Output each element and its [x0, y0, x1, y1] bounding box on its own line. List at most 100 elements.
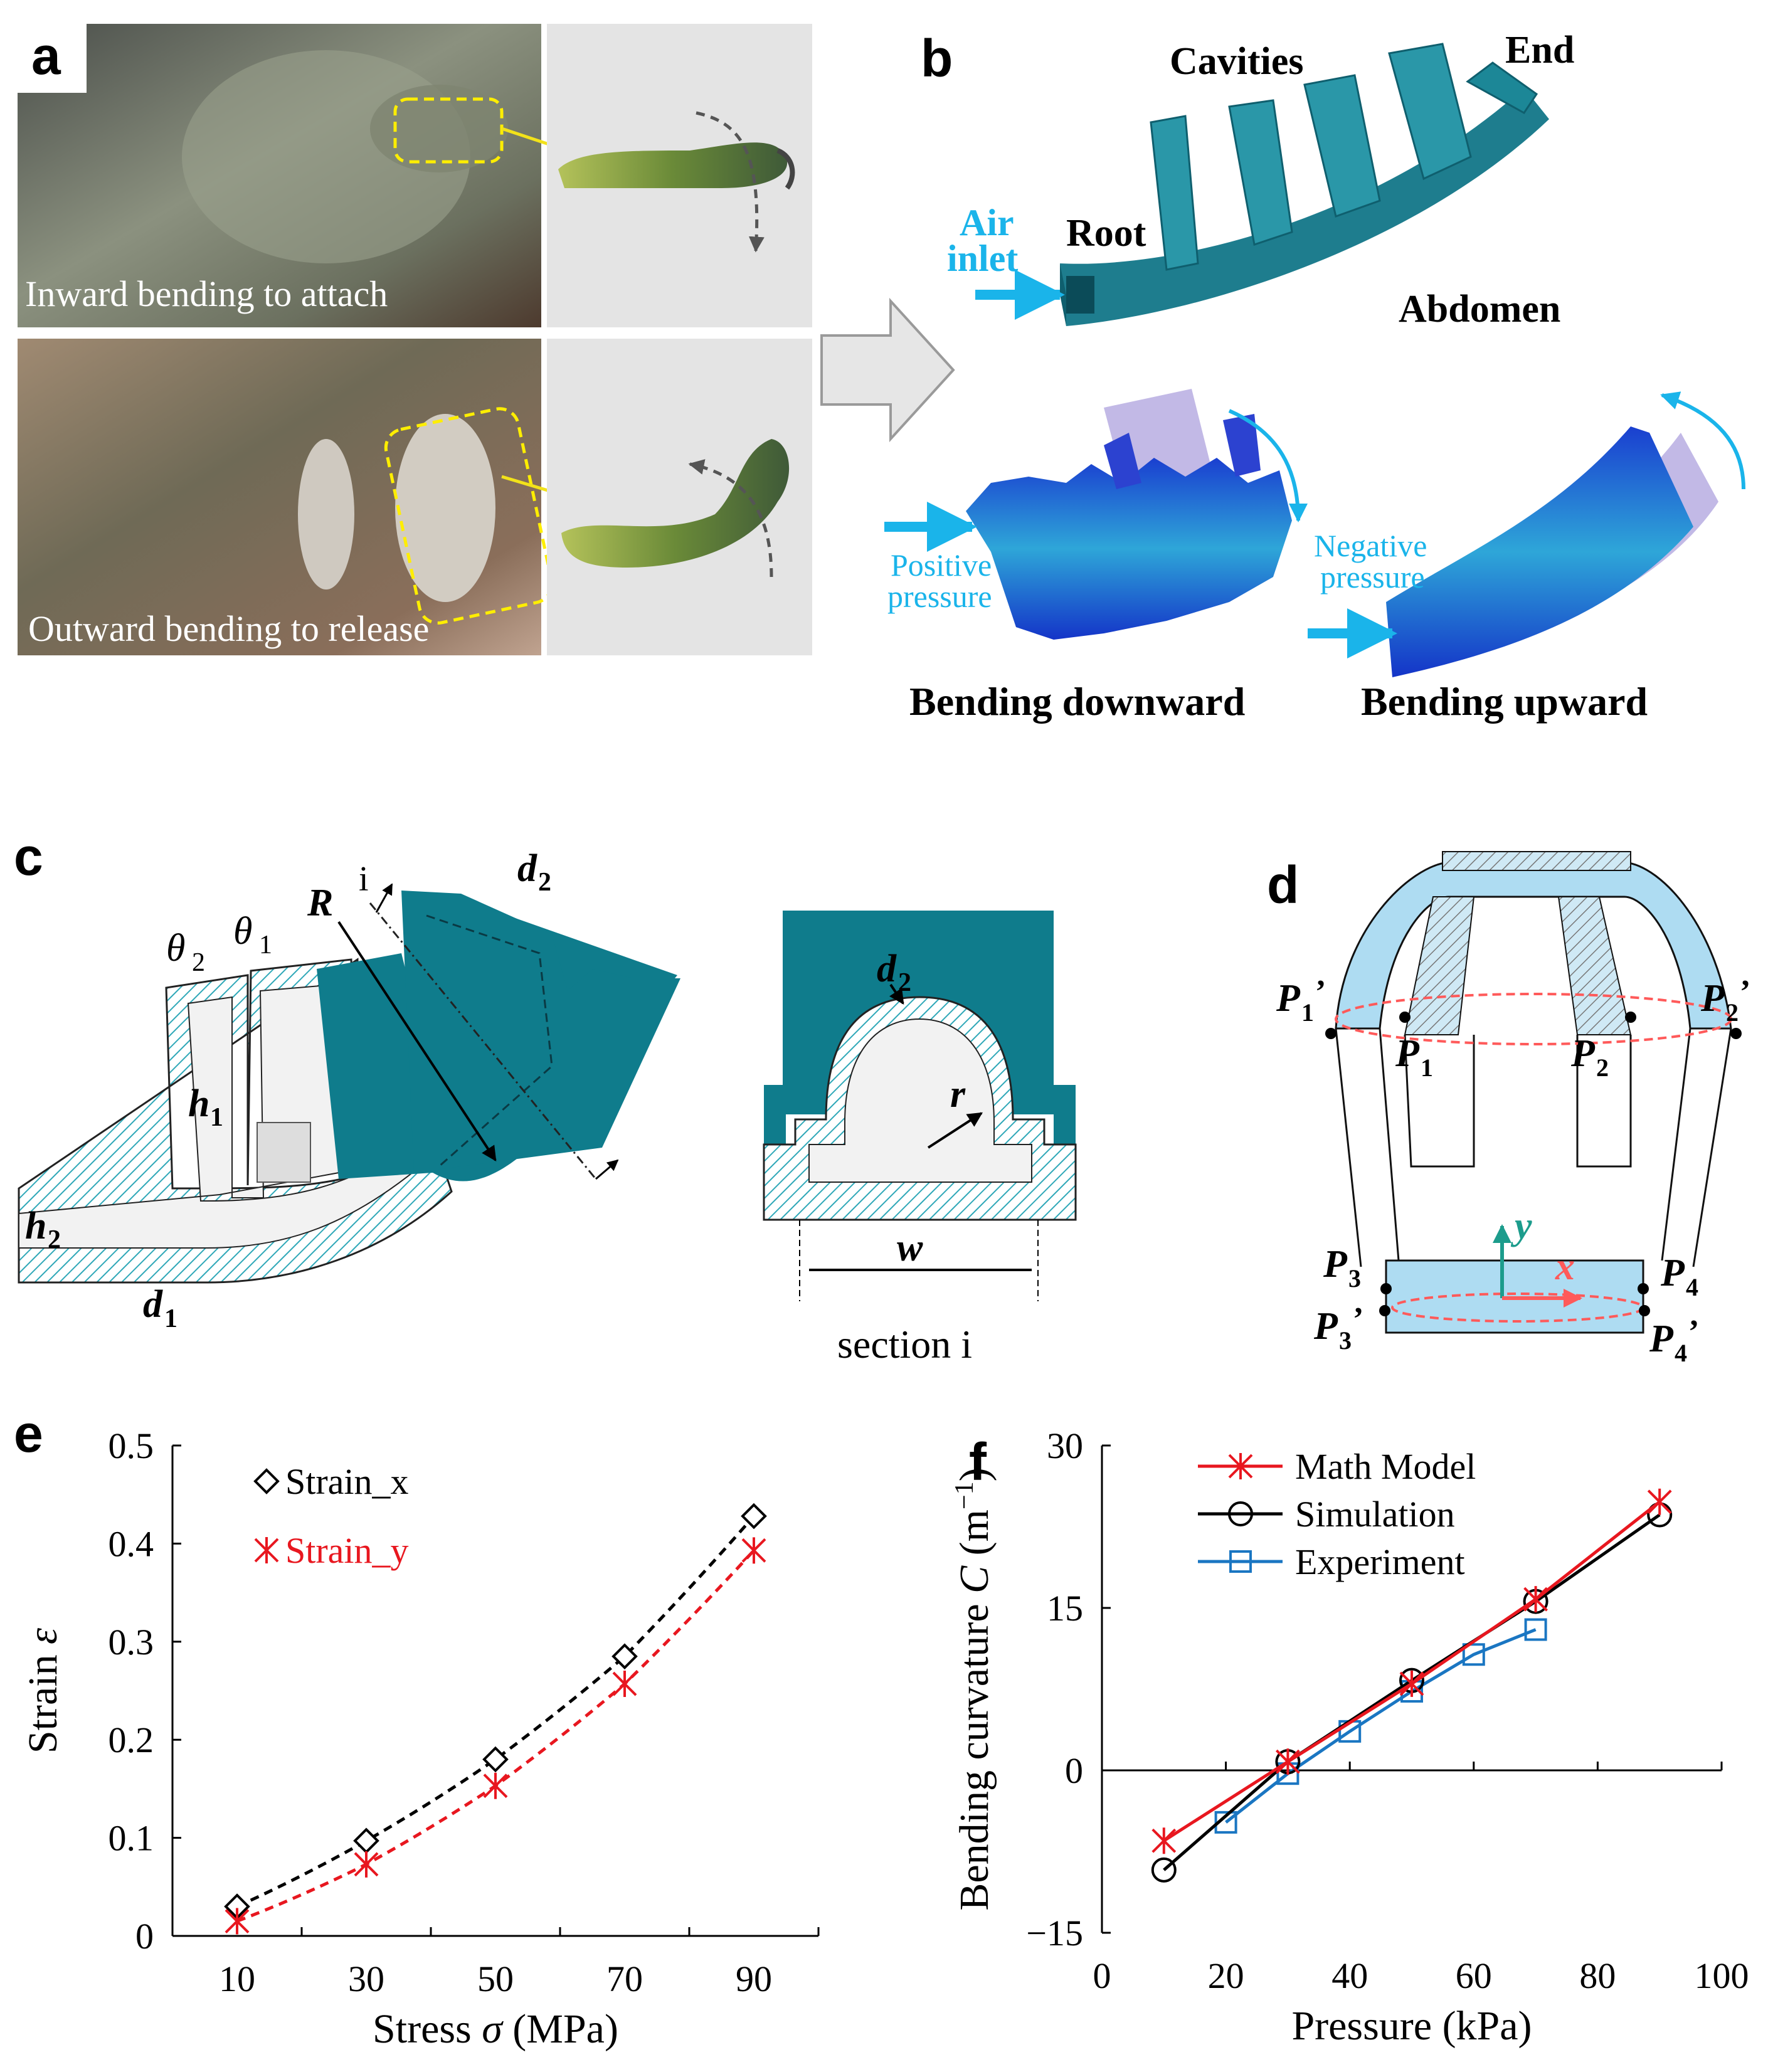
section-arrow-top	[375, 883, 393, 913]
section-teal-left	[764, 1085, 786, 1144]
sym-h1: h	[188, 1082, 209, 1125]
sym-theta2-sub: 2	[192, 948, 205, 977]
sym-i: i	[359, 860, 369, 899]
flow-arrow	[820, 297, 955, 443]
sym-h2: h	[25, 1205, 46, 1247]
section-r-arrow	[927, 1112, 983, 1149]
point-p1p	[1325, 1028, 1337, 1039]
cavity-4	[1388, 43, 1472, 181]
section-cavity	[808, 1018, 1032, 1183]
legend-label: Strain_y	[285, 1530, 409, 1571]
label-p3-sub: 3	[1348, 1264, 1361, 1292]
y-tick-label: 0	[135, 1916, 154, 1957]
legend-label: Experiment	[1295, 1541, 1465, 1582]
y-axis-label: Strain ε	[20, 1628, 66, 1753]
x-axis-label: Stress σ (MPa)	[373, 2006, 618, 2052]
point-p4p	[1639, 1305, 1650, 1316]
panel-a: a Inward bending to attach Outward bendi…	[18, 24, 812, 655]
x-tick-label: 40	[1331, 1955, 1368, 1996]
label-p1p-prime: ’	[1315, 974, 1326, 1010]
sym-theta2: θ	[166, 927, 185, 970]
axis-y-label: y	[1510, 1205, 1532, 1247]
panel-a-letter: a	[31, 26, 61, 85]
label-p3p-prime: ’	[1353, 1301, 1363, 1337]
legend-marker-simulation	[1228, 1501, 1253, 1526]
label-p2p-sub: 2	[1726, 998, 1739, 1027]
bend-arrow-bottom	[688, 459, 773, 578]
label-positive-1: Positive	[891, 547, 992, 583]
fem-deformed-up	[1386, 426, 1693, 677]
finger-cap	[1442, 851, 1631, 871]
y-tick-label: 0.3	[109, 1622, 154, 1662]
data-point-strain_y	[225, 1908, 250, 1935]
radius-line	[337, 921, 497, 1162]
point-p3p	[1379, 1305, 1390, 1316]
finger-body-lines	[1335, 1028, 1732, 1267]
fem-cavity-up-1	[1104, 433, 1141, 489]
x-tick-label: 20	[1208, 1955, 1244, 1996]
inner-gray-1	[257, 1122, 311, 1183]
data-point-experiment	[1214, 1810, 1237, 1834]
data-point-strain_y	[741, 1537, 766, 1564]
lizard-pad-2	[395, 414, 495, 602]
point-p3	[1380, 1283, 1392, 1294]
label-section-i: section i	[837, 1322, 972, 1366]
data-point-math-model	[1399, 1670, 1424, 1697]
x-tick-label: 60	[1456, 1955, 1492, 1996]
data-point-experiment	[1524, 1618, 1547, 1641]
sym-section-d2-sub: 2	[898, 968, 911, 997]
data-point-strain_x	[741, 1503, 767, 1530]
point-p4	[1638, 1283, 1649, 1294]
deform-curve-top	[1335, 993, 1732, 1045]
legend-marker-strain_y	[254, 1537, 279, 1563]
bend-arrow-up	[1660, 391, 1745, 490]
caption-inward: Inward bending to attach	[25, 273, 388, 314]
label-p2: P	[1570, 1032, 1596, 1075]
label-bending-down: Bending downward	[909, 679, 1245, 724]
sym-section-r: r	[950, 1073, 966, 1116]
data-point-math-model	[1523, 1586, 1548, 1613]
y-tick-label: 30	[1047, 1425, 1083, 1466]
legend-marker-strain_x	[253, 1468, 280, 1494]
label-negative-2: pressure	[1320, 559, 1425, 595]
label-p2p-prime: ’	[1740, 974, 1750, 1010]
toe-shape-top	[558, 142, 788, 188]
label-p4p-prime: ’	[1688, 1314, 1699, 1350]
sym-theta1-sub: 1	[259, 931, 272, 959]
cavity-2	[1228, 99, 1293, 246]
air-inlet-port	[1066, 276, 1094, 314]
data-point-simulation	[1151, 1857, 1177, 1883]
data-point-math-model	[1275, 1748, 1300, 1775]
bend-arrow-down	[1228, 409, 1308, 522]
sym-h2-sub: 2	[48, 1225, 61, 1254]
lizard-pad-1	[298, 439, 354, 589]
panel-b: b Cavities End Air inlet Root Abdomen Po…	[884, 29, 1745, 724]
legend-marker-math-model	[1228, 1453, 1253, 1479]
caption-outward: Outward bending to release	[28, 608, 429, 649]
y-tick-label: 0	[1065, 1750, 1083, 1791]
finger-left-rib	[1404, 896, 1475, 1035]
data-point-strain_y	[612, 1671, 637, 1698]
highlight-box-top	[393, 97, 504, 164]
label-air-2: inlet	[947, 238, 1018, 279]
point-p1	[1399, 1012, 1411, 1023]
data-point-math-model	[1647, 1488, 1672, 1515]
x-tick-label: 70	[606, 1958, 643, 1999]
highlight-box-bottom	[384, 407, 554, 625]
lizard-toe-top	[370, 85, 508, 172]
label-root: Root	[1066, 212, 1146, 255]
label-positive-2: pressure	[887, 579, 992, 614]
legend-marker-experiment	[1229, 1550, 1252, 1573]
label-p1-sub: 1	[1421, 1054, 1433, 1082]
finger-arch	[1335, 861, 1732, 1030]
x-tick-label: 90	[736, 1958, 772, 1999]
data-point-strain_y	[483, 1772, 508, 1799]
legend-label: Strain_x	[285, 1461, 409, 1502]
label-negative-1: Negative	[1314, 528, 1427, 563]
label-p3p-sub: 3	[1339, 1326, 1352, 1355]
sym-d2: d	[517, 847, 537, 890]
label-p1p: P	[1276, 977, 1301, 1020]
